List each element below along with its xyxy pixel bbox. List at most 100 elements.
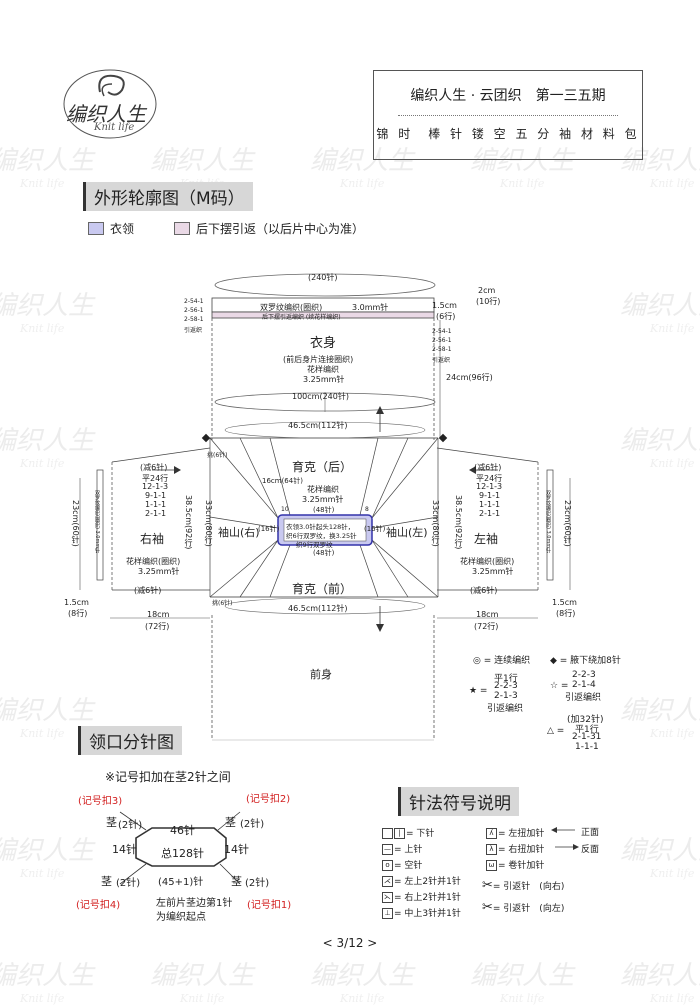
note-tri-row-1: (加32针) — [567, 715, 604, 725]
note-star-row-4: 引返编织 — [487, 704, 524, 714]
cap-left-title: 袖山(右) — [218, 526, 260, 539]
right-sleeve-cuff-rows: (8行) — [556, 609, 576, 618]
body-rib-label: 双罗纹编织(圈织) — [260, 303, 323, 312]
neck-stem-tr-count: (2针) — [240, 819, 265, 830]
left-sleeve-dec2: (减6针) — [134, 586, 162, 595]
collar-note-2: 织6行双罗纹，换3.25针 — [286, 532, 357, 540]
right-sleeve-cuff: 1.5cm — [552, 598, 577, 607]
symbol-k3tog-center: ⊥= 中上3针并1针 — [382, 906, 461, 919]
note-hollow-label: ☆ = — [550, 681, 569, 691]
neck-stem-tl: 茎 — [106, 816, 117, 829]
right-sleeve-row-2: 12-1-3 — [476, 482, 503, 491]
body-rib-height: 2cm — [478, 286, 496, 295]
neck-stem-br: 茎 — [231, 875, 242, 888]
neck-stem-br-count: (2针) — [245, 878, 270, 889]
right-sleeve-needle: 3.25mm针 — [472, 567, 514, 576]
cap-height-left: 38.5cm(92行) — [184, 495, 193, 550]
right-sleeve-row-3: 9-1-1 — [479, 491, 501, 500]
body-right-row-3: 2-58-1 — [432, 346, 452, 353]
front-body-title: 前身 — [310, 668, 332, 681]
title-box: 编织人生 · 云团织 第一三五期 锦 时 棒 针 镂 空 五 分 袖 材 料 包 — [373, 70, 643, 160]
body-hem-height: 1.5cm — [432, 301, 457, 310]
raglan-right: 33cm(80行) — [431, 500, 440, 547]
yoke-width-top: 46.5cm(112针) — [288, 421, 348, 430]
neck-note: ※记号扣加在茎2针之间 — [105, 770, 231, 784]
yoke-back-neck: (48针) — [313, 506, 335, 514]
symbol-k2tog-left: ⋌= 左上2针并1针 — [382, 876, 461, 887]
note-hollow-row-3: 引返编织 — [565, 693, 602, 703]
note-tri-row-2: 平1行 — [575, 725, 599, 735]
section-symbols-title: 针法符号说明 — [398, 787, 519, 816]
body-height: 24cm(96行) — [446, 373, 493, 382]
yoke-neck-width: 16cm(64针) — [262, 477, 303, 485]
left-sleeve-title: 右袖 — [140, 532, 165, 546]
left-sleeve-cuff-rows: (8行) — [68, 609, 88, 618]
note-armpit: ◆ = 腋下绕加8针 — [550, 656, 621, 666]
brand-logo: 编织人生 Knit life — [60, 62, 170, 140]
note-hollow-row-2: 2-1-4 — [572, 680, 596, 690]
right-sleeve-rib-note: 双罗纹编织(圈织) 3.0mm针 — [545, 490, 551, 554]
collar-note-3: 织9行双罗纹 — [296, 541, 333, 549]
note-star-row-1: 平1行 — [494, 674, 518, 684]
left-sleeve-row-5: 2-1-1 — [145, 509, 167, 518]
body-desc2: 花样编织 — [307, 365, 339, 374]
yoke-n10: 10 — [281, 506, 289, 513]
right-sleeve-dec: (减6针) — [474, 463, 502, 472]
page-number: < 3/12 > — [322, 936, 378, 950]
left-sleeve-row-4: 1-1-1 — [145, 500, 167, 509]
note-tri-label: △ = — [547, 726, 565, 736]
neck-stem-tr: 茎 — [225, 816, 236, 829]
body-right-row-2: 2-56-1 — [432, 337, 452, 344]
cap-height-right: 38.5cm(92行) — [454, 495, 463, 550]
logo-swirl-icon — [63, 69, 157, 139]
symbol-right-twist-inc: λ= 右扭加针 — [486, 842, 544, 855]
right-sleeve-row-5: 2-1-1 — [479, 509, 501, 518]
left-sleeve-width-rows: (72行) — [145, 622, 170, 631]
left-sleeve-dec: (减6针) — [140, 463, 168, 472]
symbol-knit: |= 下针 — [382, 826, 434, 839]
body-rib-rows: (10行) — [476, 297, 501, 306]
body-hem-rows: (6行) — [436, 312, 456, 321]
right-sleeve-row-4: 1-1-1 — [479, 500, 501, 509]
neck-marker-3: (记号扣3) — [78, 796, 123, 807]
section-outline-title: 外形轮廓图（M码） — [83, 182, 253, 211]
yoke-dec-bottom: 挑(6针) — [212, 600, 233, 607]
neck-stem-bl: 茎 — [101, 875, 112, 888]
neck-start-2: 为编织起点 — [156, 912, 206, 923]
neck-marker-4: (记号扣4) — [76, 900, 121, 911]
note-tri-row-3: 2-1-31 — [572, 732, 602, 742]
symbol-yarn-over: o= 空针 — [382, 858, 422, 871]
neck-stem-bl-count: (2针) — [116, 878, 141, 889]
legend-swatch-collar — [88, 222, 104, 235]
raglan-left: 33cm(80行) — [204, 500, 213, 547]
symbol-front-label: 正面 — [581, 828, 600, 838]
body-hem-label: 后下摆引返编织 (续花样编织) — [262, 314, 341, 321]
body-rib-needle: 3.0mm针 — [352, 303, 389, 312]
yoke-front-title: 育克（前） — [292, 582, 353, 596]
left-sleeve-needle: 3.25mm针 — [138, 567, 180, 576]
legend-label-hem: 后下摆引返（以后片中心为准） — [196, 222, 365, 236]
body-left-row-1: 2-54-1 — [184, 298, 204, 305]
title-line1: 编织人生 · 云团织 第一三五期 — [410, 88, 606, 104]
title-line2: 锦 时 棒 针 镂 空 五 分 袖 材 料 包 — [376, 127, 640, 141]
body-right-row-1: 2-54-1 — [432, 328, 452, 335]
left-sleeve-pattern: 花样编织(圈织) — [126, 557, 181, 566]
neck-start-1: 左前片茎边第1针 — [156, 898, 233, 909]
neck-top-count: 46针 — [170, 824, 195, 837]
cap-right-title: 袖山(左) — [386, 526, 428, 539]
yoke-width-bottom: 46.5cm(112针) — [288, 604, 348, 613]
right-sleeve-pattern: 花样编织(圈织) — [460, 557, 515, 566]
left-sleeve-row-2: 12-1-3 — [142, 482, 169, 491]
neck-bottom-count: (45+1)针 — [158, 877, 204, 888]
note-star-row-3: 2-1-3 — [494, 691, 518, 701]
neck-stem-tl-count: (2针) — [118, 820, 143, 831]
